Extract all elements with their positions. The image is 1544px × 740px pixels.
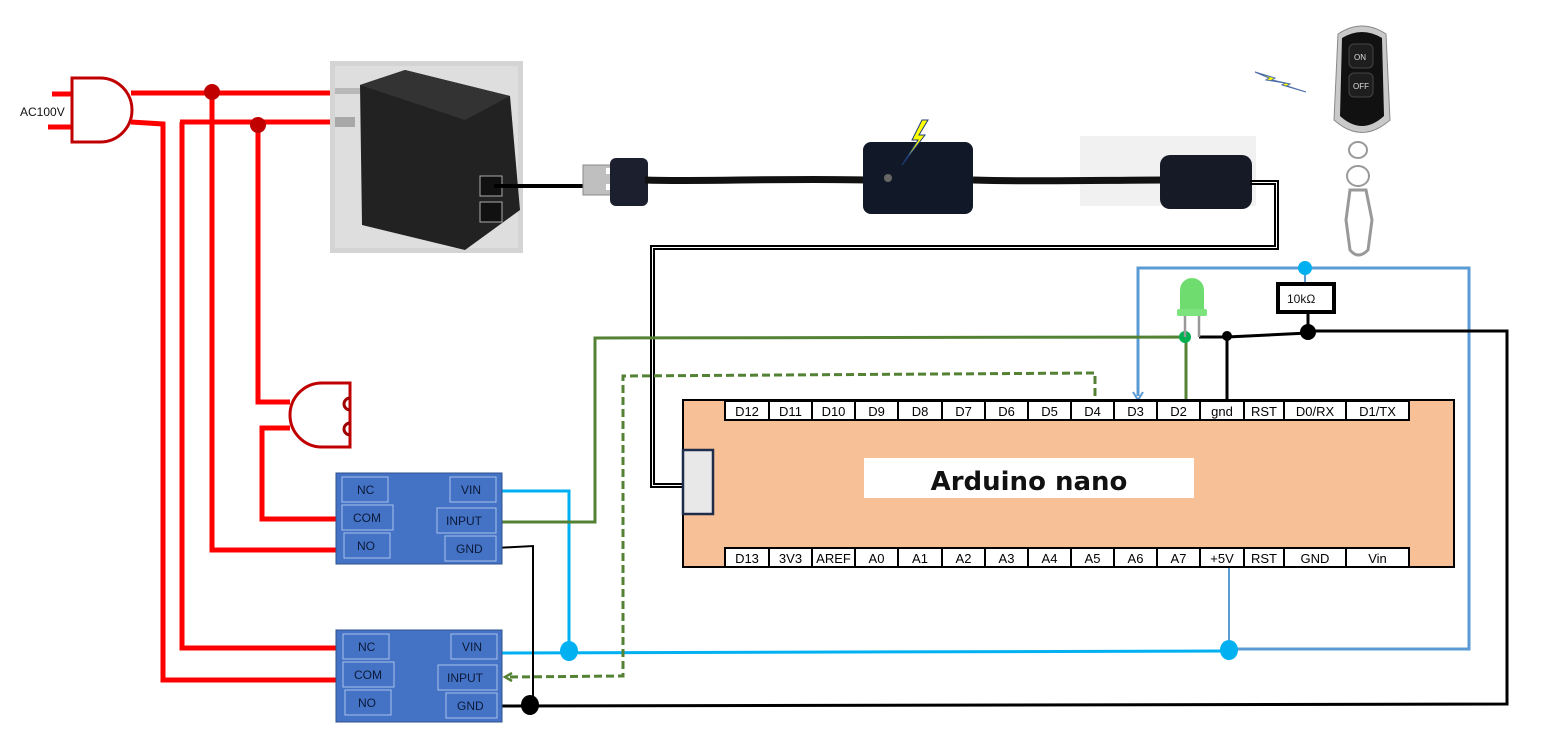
usb-switch-cable-image [582,136,1256,214]
pin-label-a4: A4 [1042,551,1058,566]
pin-label-d8: D8 [912,404,929,419]
relay2-pin-no: NO [358,696,376,710]
pin-label-d2: D2 [1170,404,1187,419]
rf-remote-control-image: ON OFF [1333,25,1391,257]
resistor-10k: 10kΩ [1276,282,1336,314]
pin-box [1345,547,1410,568]
arrow-head-icon [502,671,513,683]
5v-junction-node [560,641,578,661]
remote-on-button-label: ON [1354,53,1366,62]
pin-label-d9: D9 [868,404,885,419]
lightning-icon [901,119,929,166]
pin-label-d11: D11 [779,404,802,419]
relay-module-2: NC COM NO VIN INPUT GND [335,629,503,723]
5v-junction-node [1220,640,1238,660]
relay2-pin-com: COM [354,668,382,682]
usb-port [681,448,715,516]
pin-label-rst: RST [1251,551,1277,566]
pin-label-d5: D5 [1041,404,1058,419]
relay1-pin-input: INPUT [446,514,483,528]
relay2-pin-input: INPUT [447,671,484,685]
pin-box [1345,400,1410,421]
pin-label-a7: A7 [1171,551,1187,566]
pin-label-d3: D3 [1127,404,1144,419]
ground-junction-node [1300,324,1316,340]
relay2-pin-gnd: GND [457,699,484,713]
ac-source-label: AC100V [20,105,65,119]
remote-off-button-label: OFF [1353,82,1369,91]
pin-label--5v: +5V [1210,551,1234,566]
lightning-icon [1254,71,1307,93]
pin-label-aref: AREF [816,551,851,566]
pin-label-d10: D10 [822,404,846,419]
relay1-pin-no: NO [357,539,375,553]
usb-cable-to-arduino [650,180,1279,488]
pin-label-d7: D7 [955,404,972,419]
ac-junction-node [250,117,266,133]
ground-junction-node [1222,331,1232,341]
ground-junction-node [521,695,539,715]
pin-label-vin: Vin [1368,551,1387,566]
green-led-icon [1177,278,1207,337]
ac-plug-icon [48,76,134,144]
pin-label-d13: D13 [735,551,759,566]
arduino-top-pin-header: D12 D11 D10 D9 D8 D7 D6 D5 D4 D3 D2 gnd RST D0/RX D1/T… [724,400,1410,421]
5v-junction-node [1298,261,1312,275]
board-title: Arduino nano [931,467,1128,497]
ac-junction-node [204,84,220,100]
relay2-pin-nc: NC [358,640,376,654]
relay1-pin-nc: NC [357,483,375,497]
pin-label-3v3: 3V3 [779,551,802,566]
pin-label-a0: A0 [869,551,885,566]
ac-wires [130,90,340,683]
pin-label-a5: A5 [1085,551,1101,566]
relay2-pin-vin: VIN [462,640,482,654]
pin-label-rst: RST [1251,404,1277,419]
relay1-pin-vin: VIN [461,483,481,497]
pin-label-gnd: gnd [1211,404,1233,419]
relay-module-1: NC COM NO VIN INPUT GND [335,472,503,565]
pin-label-a3: A3 [999,551,1015,566]
pin-label-d0-rx: D0/RX [1296,404,1335,419]
usb-power-adapter-image [330,61,523,253]
relay1-pin-com: COM [353,511,381,525]
relay1-pin-gnd: GND [456,542,483,556]
pin-label-a1: A1 [912,551,928,566]
arduino-nano-board: Arduino nano D12 D11 D10 D9 D8 D7 D6 D5 D4 D3 D2 gn… [681,399,1455,568]
pin-label-gnd: GND [1301,551,1330,566]
pin-label-d4: D4 [1084,404,1101,419]
pin-label-d1-tx: D1/TX [1359,404,1396,419]
signal-wires [496,335,1188,679]
ac-outlet-icon [288,381,352,449]
resistor-label: 10kΩ [1287,292,1315,306]
pin-label-d12: D12 [735,404,759,419]
pin-label-a2: A2 [956,551,972,566]
arduino-bottom-pin-header: D13 3V3 AREF A0 A1 A2 A3 A4 A5 A6 A7 +5V RST GND Vin [724,547,1410,568]
pin-label-a6: A6 [1128,551,1144,566]
pin-label-d6: D6 [998,404,1015,419]
